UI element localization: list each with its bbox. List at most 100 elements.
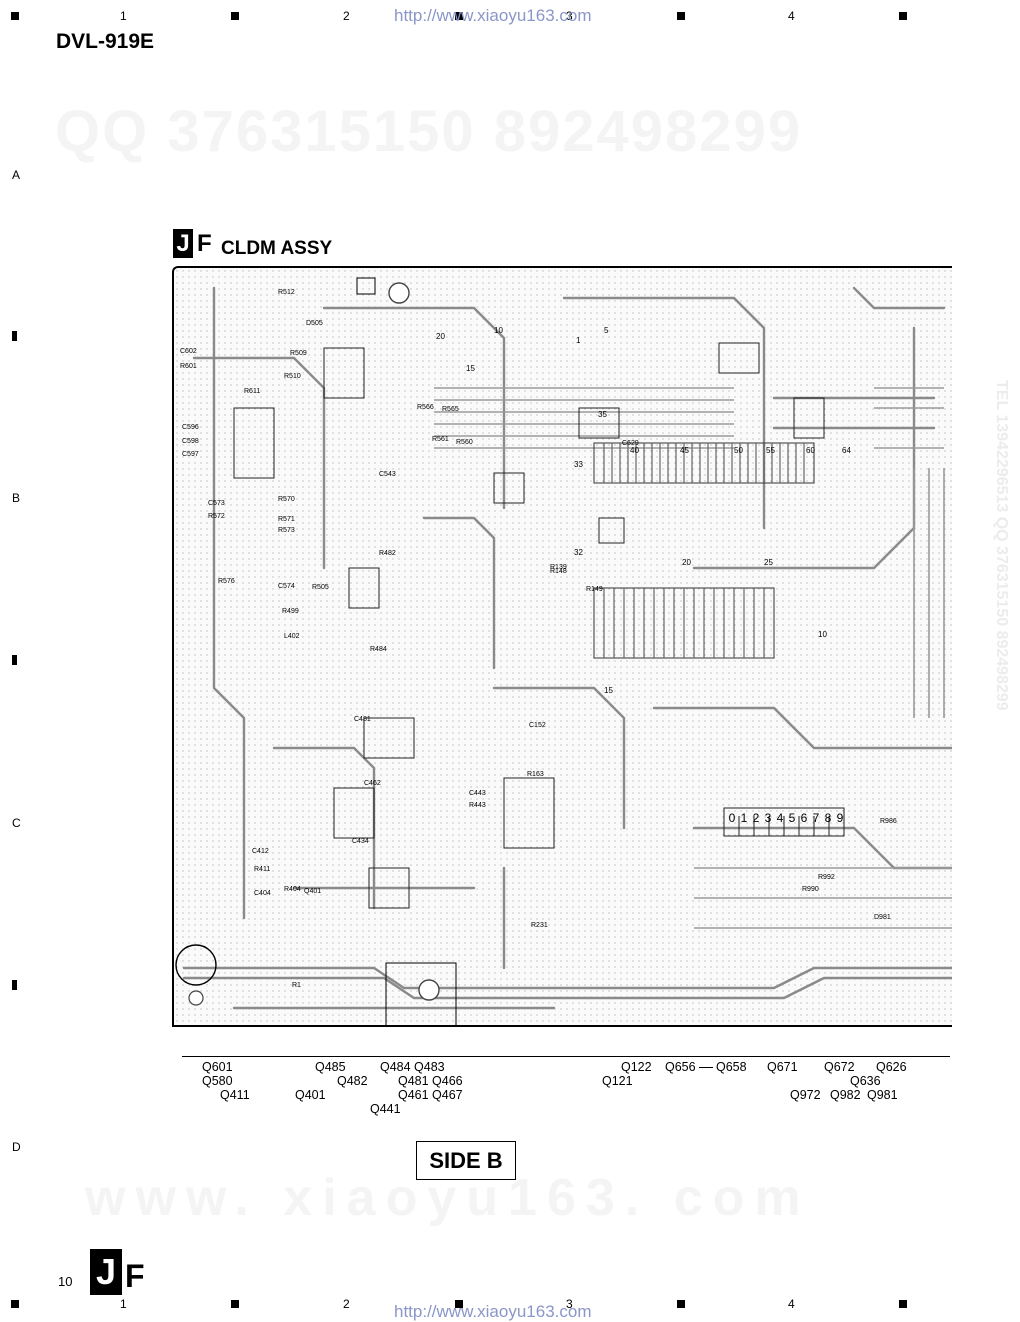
transistor-label: Q485: [315, 1060, 346, 1074]
watermark-side-right: TEL 13942296513 QQ 376315150 892498299: [993, 380, 1010, 711]
watermark-site: www. xiaoyu163. com: [85, 1169, 811, 1227]
component-label: C597: [182, 451, 199, 458]
component-label: R231: [531, 922, 548, 929]
transistor-label: Q636: [850, 1074, 881, 1088]
pin-number: 20: [682, 558, 691, 567]
component-label: C596: [182, 424, 199, 431]
component-label: R482: [379, 550, 396, 557]
assembly-sub-letter: F: [197, 230, 212, 257]
connector-digit: 1: [740, 811, 748, 825]
transistor-label: Q626: [876, 1060, 907, 1074]
grid-column-3: 3: [566, 9, 573, 23]
component-label: C404: [254, 890, 271, 897]
watermark-qq: QQ 376315150 892498299: [55, 99, 803, 164]
transistor-label: Q982: [830, 1088, 861, 1102]
connector-digit: 8: [824, 811, 832, 825]
pin-number: 50: [734, 446, 743, 455]
pin-number: 25: [764, 558, 773, 567]
grid-row-c: C: [12, 816, 21, 830]
grid-mark: [11, 1300, 19, 1308]
component-label: R992: [818, 874, 835, 881]
component-label: R566: [417, 404, 434, 411]
grid-row-d: D: [12, 1140, 21, 1154]
side-b-label: SIDE B: [416, 1141, 516, 1180]
component-label: C481: [354, 716, 371, 723]
transistor-label: Q401: [295, 1088, 326, 1102]
component-label: C462: [364, 780, 381, 787]
grid-mark: [677, 12, 685, 20]
pin-number: 64: [842, 446, 851, 455]
component-label: R512: [278, 289, 295, 296]
component-label: R149: [586, 586, 603, 593]
pin-number: 33: [574, 460, 583, 469]
transistor-label: Q121: [602, 1074, 633, 1088]
connector-digit-strip: 0 1 2 3 4 5 6 7 8 9: [726, 811, 846, 825]
component-label: C543: [379, 471, 396, 478]
transistor-label: Q656: [665, 1060, 696, 1074]
url-bottom[interactable]: http://www.xiaoyu163.com: [394, 1302, 592, 1321]
component-label: R986: [880, 818, 897, 825]
transistor-label: Q580: [202, 1074, 233, 1088]
component-label: R570: [278, 496, 295, 503]
pin-number: 15: [604, 686, 613, 695]
grid-mark: [12, 331, 17, 341]
component-label: R505: [312, 584, 329, 591]
grid-mark: [677, 1300, 685, 1308]
pin-number: 1: [576, 336, 581, 345]
component-label: R163: [527, 771, 544, 778]
component-label: R571: [278, 516, 295, 523]
component-label: C152: [529, 722, 546, 729]
grid-mark: [899, 1300, 907, 1308]
connector-digit: 0: [728, 811, 736, 825]
grid-column-2: 2: [343, 1297, 350, 1311]
component-label: R509: [290, 350, 307, 357]
component-label: C629: [622, 440, 639, 447]
grid-column-4: 4: [788, 9, 795, 23]
footer-letter-box: J: [90, 1249, 122, 1295]
component-label: R990: [802, 886, 819, 893]
grid-mark: [455, 12, 463, 20]
pin-number: 45: [680, 446, 689, 455]
component-label: R576: [218, 578, 235, 585]
connector-digit: 3: [764, 811, 772, 825]
grid-mark: [12, 655, 17, 665]
connector-digit: 4: [776, 811, 784, 825]
pcb-board: R512 D505 C602 R601 R509 R510 R611 C596 …: [172, 266, 952, 1027]
grid-column-3: 3: [566, 1297, 573, 1311]
divider-line: [182, 1056, 950, 1057]
component-label: R572: [208, 513, 225, 520]
pin-number: 20: [436, 332, 445, 341]
grid-mark: [11, 12, 19, 20]
component-label: D981: [874, 914, 891, 921]
component-label: R139: [550, 564, 567, 571]
grid-mark: [12, 980, 17, 990]
grid-column-1: 1: [120, 1297, 127, 1311]
component-label: R560: [456, 439, 473, 446]
component-label: R411: [254, 866, 271, 873]
component-label: C434: [352, 838, 369, 845]
url-top[interactable]: http://www.xiaoyu163.com: [394, 6, 592, 25]
transistor-label: Q411: [220, 1088, 250, 1102]
component-label: R611: [244, 388, 261, 395]
pin-number: 55: [766, 446, 775, 455]
grid-mark: [231, 1300, 239, 1308]
component-label: R484: [370, 646, 387, 653]
component-label: R404: [284, 886, 301, 893]
component-label: C602: [180, 348, 197, 355]
range-dash: [699, 1067, 713, 1068]
component-label: R443: [469, 802, 486, 809]
transistor-label: Q122: [621, 1060, 652, 1074]
grid-row-a: A: [12, 168, 21, 182]
transistor-label: Q671: [767, 1060, 798, 1074]
connector-digit: 6: [800, 811, 808, 825]
component-label: R601: [180, 363, 197, 370]
assembly-title: CLDM ASSY: [221, 238, 333, 259]
transistor-label: Q484 Q483: [380, 1060, 445, 1074]
pin-number: 15: [466, 364, 475, 373]
component-label: L402: [284, 633, 300, 640]
grid-row-b: B: [12, 491, 21, 505]
component-label: Q401: [304, 888, 322, 895]
transistor-label: Q601: [202, 1060, 233, 1074]
grid-column-1: 1: [120, 9, 127, 23]
component-label: R561: [432, 436, 449, 443]
